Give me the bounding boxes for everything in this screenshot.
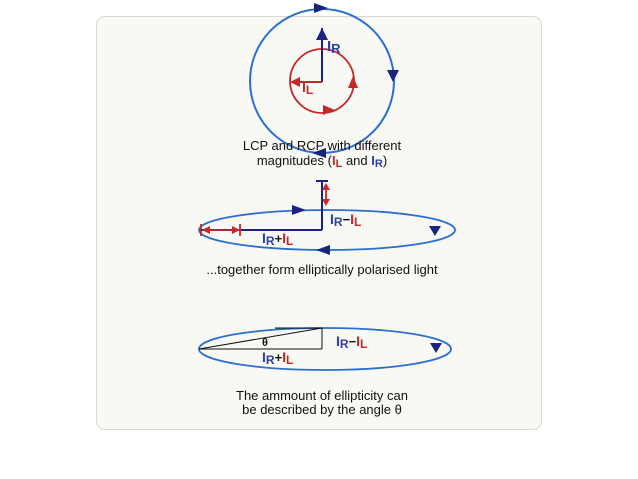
rcp-direction-arrow-bottom xyxy=(312,148,326,158)
fig2-red-left-head xyxy=(202,226,210,234)
fig2-ellipse: IR−IL IR+IL xyxy=(198,180,456,255)
theta-label: θ xyxy=(262,337,268,349)
fig3-arrow-right xyxy=(430,343,442,353)
fig1-caption-line1: LCP and RCP with different xyxy=(243,138,402,153)
fig2-red-right-head xyxy=(232,226,240,234)
figure-panel xyxy=(96,16,542,430)
fig3-ir-minus-il-label: IR−IL xyxy=(336,333,367,351)
fig2-arrow-top xyxy=(292,205,306,215)
rcp-direction-arrow-right xyxy=(387,70,399,82)
fig2-ir-minus-il-label: IR−IL xyxy=(330,211,361,229)
fig3-hypotenuse xyxy=(198,327,323,350)
fig2-arrow-bottom xyxy=(316,245,330,255)
fig2-red-down-head xyxy=(322,199,330,206)
fig1-circles: IR IL xyxy=(249,3,399,158)
ir-arrowhead xyxy=(316,28,328,40)
fig2-caption: ...together form elliptically polarised … xyxy=(206,262,438,277)
fig3-caption-line1: The ammount of ellipticity can xyxy=(236,388,408,403)
fig3-ir-plus-il-label: IR+IL xyxy=(262,349,293,367)
rcp-direction-arrow-top xyxy=(314,3,328,13)
fig1-ir-label: IR xyxy=(327,38,341,56)
il-arrowhead xyxy=(290,77,300,87)
lcp-direction-arrow-bottom xyxy=(323,105,335,115)
fig2-arrow-right xyxy=(429,226,441,236)
fig2-red-up-head xyxy=(322,183,330,190)
fig3-ellipse: θ IR−IL IR+IL xyxy=(198,327,452,371)
fig3-caption-line2: be described by the angle θ xyxy=(242,402,402,417)
fig1-il-label: IL xyxy=(302,79,313,97)
lcp-direction-arrow-right xyxy=(348,76,358,88)
fig1-caption-line2: magnitudes (IL and IR) xyxy=(257,153,387,170)
fig2-ir-plus-il-label: IR+IL xyxy=(262,230,293,248)
